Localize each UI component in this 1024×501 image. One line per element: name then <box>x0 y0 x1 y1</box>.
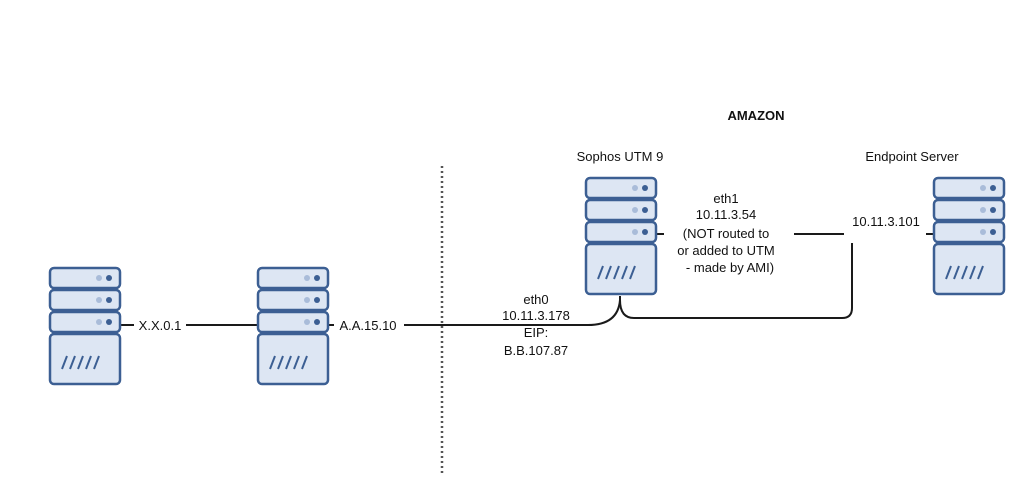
endpoint-ip-label: 10.11.3.101 <box>852 214 920 229</box>
link-label-mid: A.A.15.10 <box>339 318 396 333</box>
server-mid[interactable] <box>256 266 330 386</box>
link-utm-eth0 <box>587 296 621 326</box>
endpoint-server[interactable] <box>932 176 1006 296</box>
eth1-line-1: eth1 <box>713 191 738 206</box>
eth1-label: eth1 10.11.3.54 (NOT routed to or added … <box>677 191 775 275</box>
eth0-label: eth0 10.11.3.178 EIP: B.B.107.87 <box>502 292 570 358</box>
server-left[interactable] <box>48 266 122 386</box>
eth0-line-4: B.B.107.87 <box>504 343 568 358</box>
utm-node-label: Sophos UTM 9 <box>577 149 664 164</box>
eth1-line-4: or added to UTM <box>677 243 775 258</box>
endpoint-node-label: Endpoint Server <box>865 149 959 164</box>
eth1-line-2: 10.11.3.54 <box>696 207 756 222</box>
eth1-line-3: (NOT routed to <box>683 226 769 241</box>
eth0-line-2: 10.11.3.178 <box>502 308 570 323</box>
link-label-left: X.X.0.1 <box>139 318 182 333</box>
eth0-line-3: EIP: <box>524 325 549 340</box>
eth0-line-1: eth0 <box>523 292 548 307</box>
region-label-amazon: AMAZON <box>727 108 784 123</box>
link-utm-to-endpoint-lower <box>619 233 934 319</box>
eth1-line-5: - made by AMI) <box>686 260 774 275</box>
sophos-utm-server[interactable] <box>584 176 658 296</box>
